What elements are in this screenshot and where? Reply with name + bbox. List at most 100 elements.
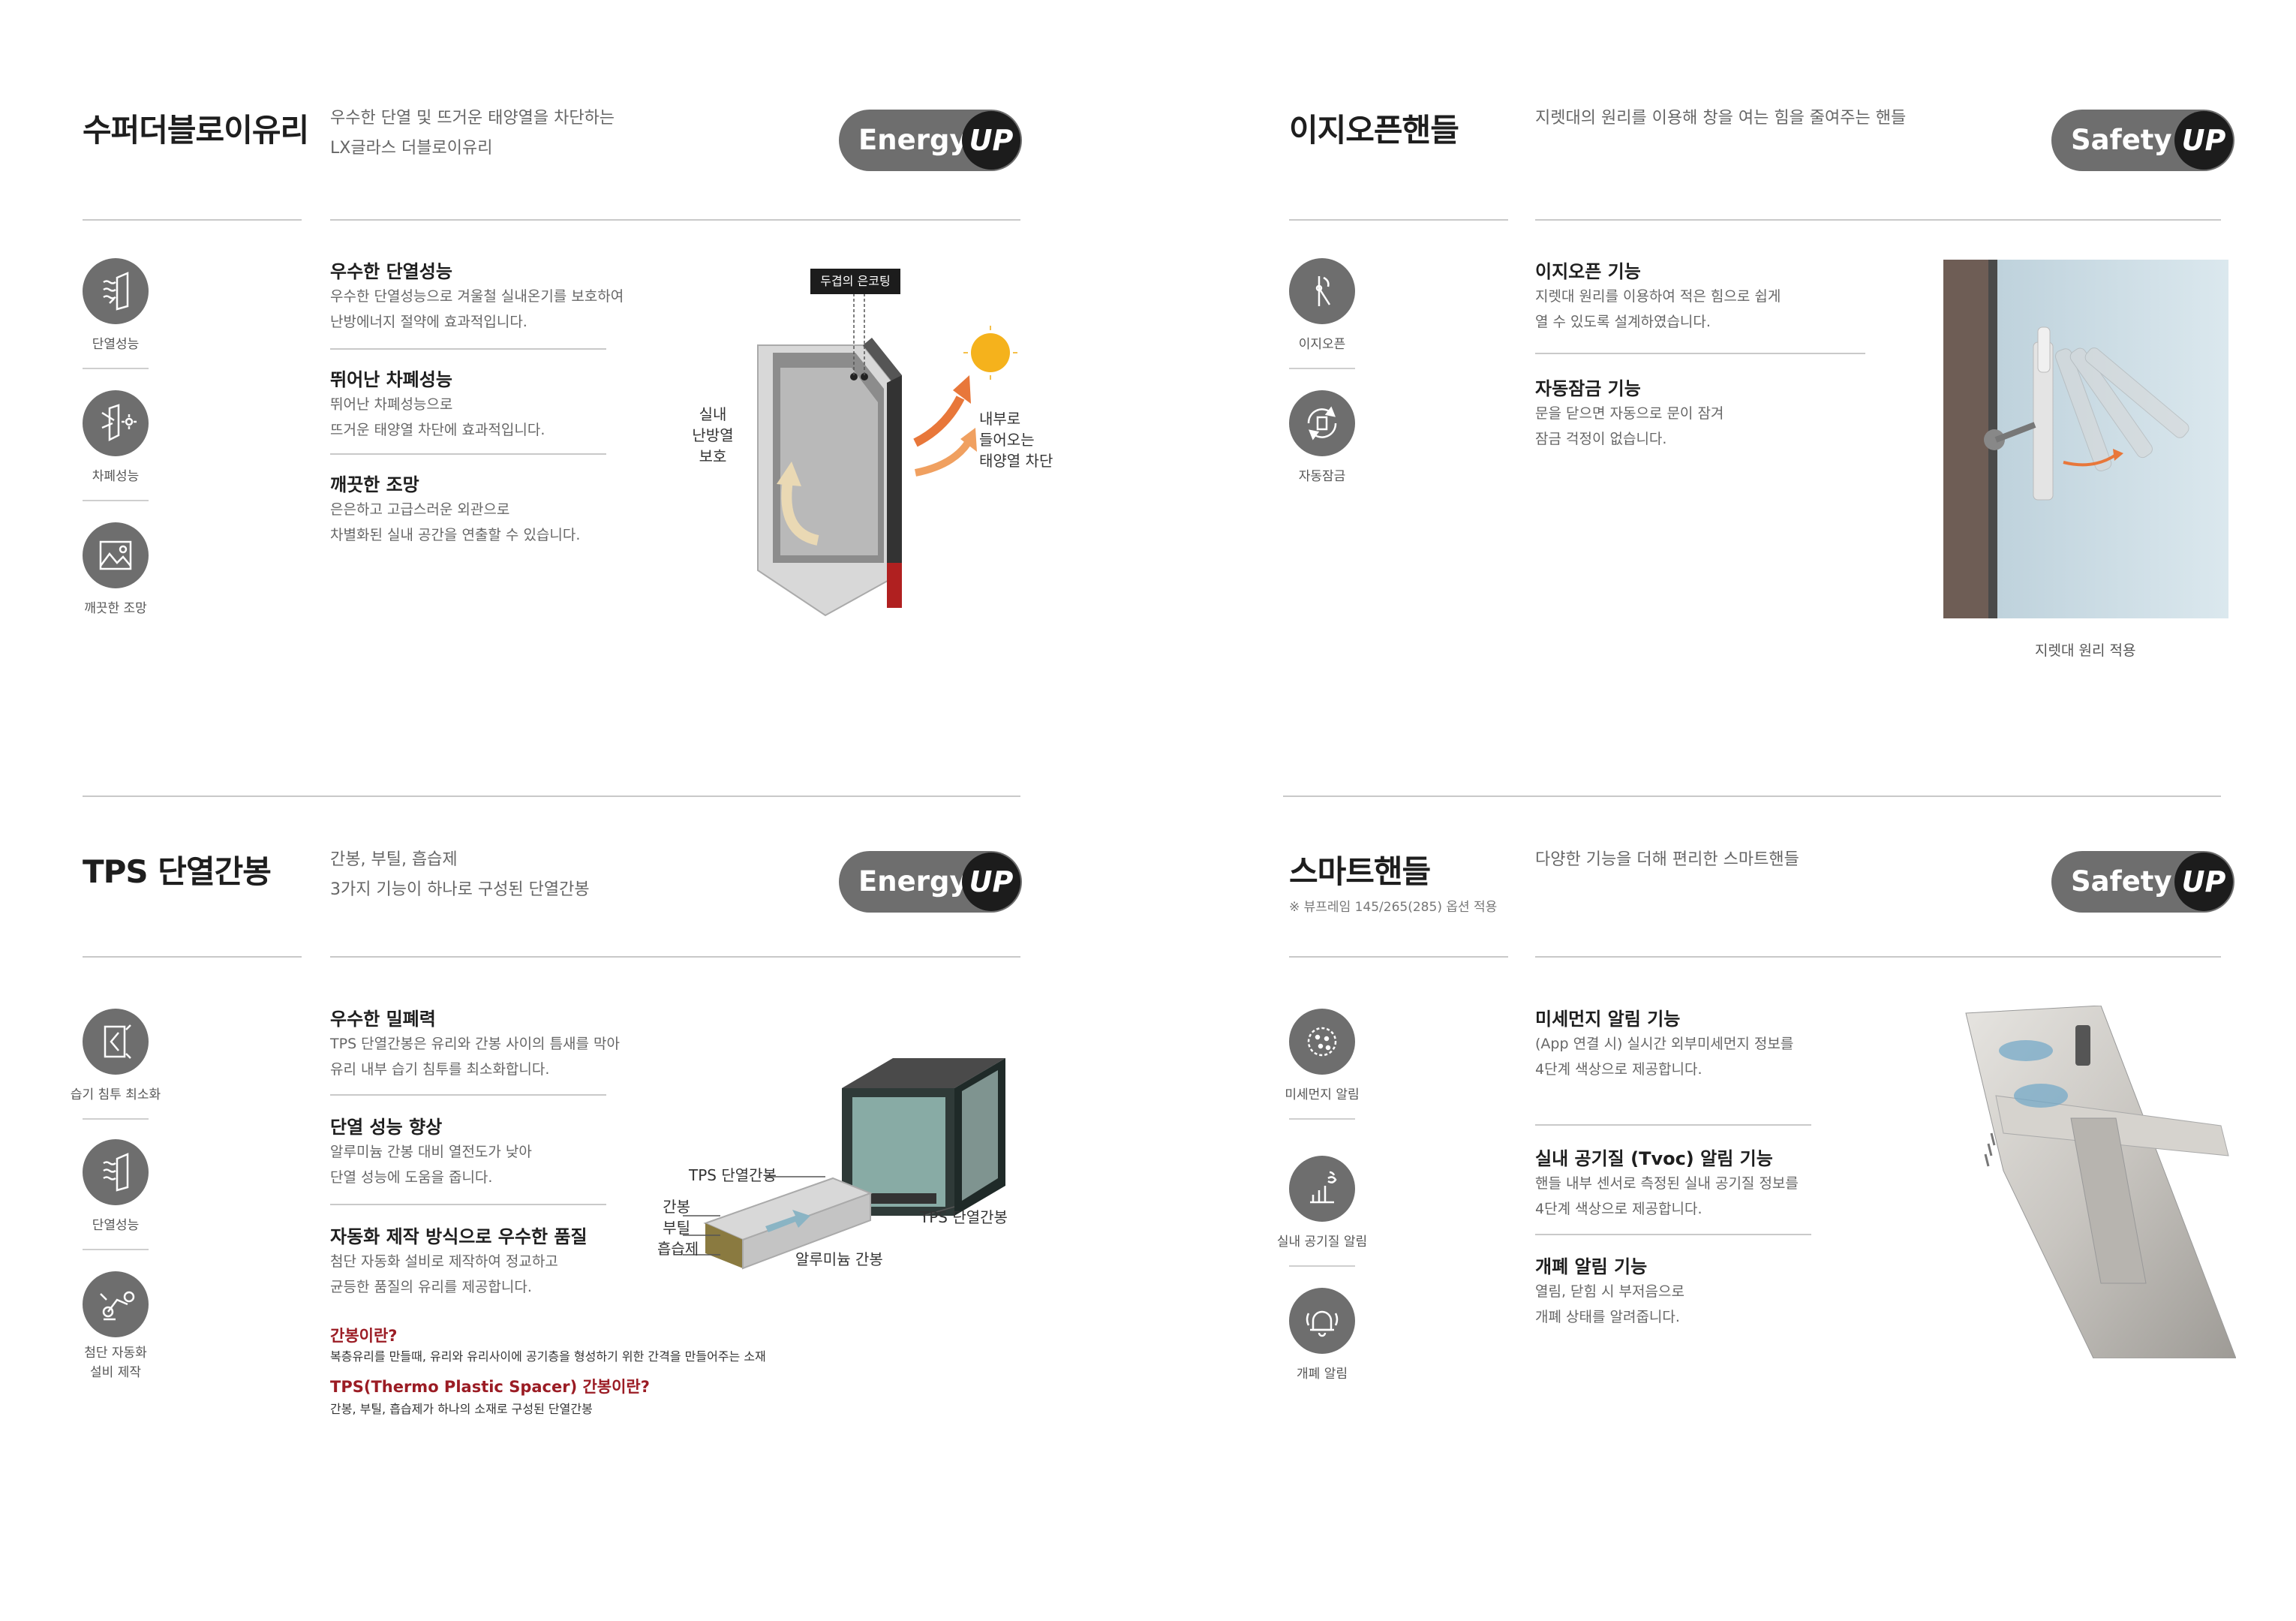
diagram-label-tps: TPS 단열간봉	[689, 1166, 777, 1184]
feature-desc: 난방에너지 절약에 효과적입니다.	[330, 314, 527, 330]
feature-title: 자동화 제작 방식으로 우수한 품질	[330, 1226, 588, 1247]
energy-up-badge: Energy UP	[839, 110, 1022, 171]
feature-title: 우수한 밀폐력	[330, 1009, 436, 1030]
feature-desc: 단열 성능에 도움을 줍니다.	[330, 1169, 493, 1186]
section-title: 스마트핸들	[1289, 853, 1431, 890]
section-subtitle: 다양한 기능을 더해 편리한 스마트핸들	[1535, 850, 1799, 869]
divider	[1289, 1118, 1355, 1120]
diagram-label-indoor: 실내 난방열 보호	[692, 405, 734, 465]
feature-desc: 차별화된 실내 공간을 연출할 수 있습니다.	[330, 527, 581, 543]
feature-desc: 지렛대 원리를 이용하여 적은 힘으로 쉽게	[1535, 288, 1781, 305]
divider	[83, 368, 149, 369]
divider	[330, 1094, 606, 1096]
feature-title: 이지오픈 기능	[1535, 261, 1641, 282]
feature-title: 자동잠금 기능	[1535, 378, 1641, 399]
up-icon: UP	[962, 853, 1020, 911]
view-icon	[83, 522, 149, 588]
icon-label: 단열성능	[92, 337, 140, 352]
divider	[330, 348, 606, 350]
safety-up-badge: Safety UP	[2051, 110, 2234, 171]
feature-desc: 뛰어난 차폐성능으로	[330, 396, 453, 413]
divider	[83, 1118, 149, 1120]
divider	[1535, 353, 1865, 354]
divider	[1289, 368, 1355, 369]
section-title: TPS 단열간봉	[83, 853, 272, 890]
divider	[330, 1204, 606, 1205]
divider	[330, 956, 1020, 958]
divider	[1535, 219, 2221, 221]
feature-title: 단열 성능 향상	[330, 1117, 443, 1138]
feature-desc: 첨단 자동화 설비로 제작하여 정교하고	[330, 1253, 558, 1270]
feature-desc: 알루미늄 간봉 대비 열전도가 낮아	[330, 1144, 532, 1160]
feature-desc: TPS 단열간봉은 유리와 간봉 사이의 틈새를 막아	[330, 1036, 621, 1052]
section-subtitle: 지렛대의 원리를 이용해 창을 여는 힘을 줄여주는 핸들	[1535, 109, 1907, 128]
section-title: 이지오픈핸들	[1289, 112, 1459, 149]
moisture-block-icon	[83, 1009, 149, 1075]
feature-desc: (App 연결 시) 실시간 외부미세먼지 정보를	[1535, 1036, 1794, 1052]
energy-up-badge: Energy UP	[839, 851, 1022, 913]
divider	[83, 500, 149, 501]
section-divider	[1283, 795, 2221, 797]
up-icon: UP	[962, 111, 1020, 170]
icon-label: 차폐성능	[92, 469, 140, 484]
feature-title: 뛰어난 차폐성능	[330, 369, 452, 390]
feature-title: 실내 공기질 (Tvoc) 알림 기능	[1535, 1148, 1773, 1169]
divider	[330, 219, 1020, 221]
divider	[1289, 1265, 1355, 1267]
section-subtitle-line1: 간봉, 부틸, 흡습제	[330, 850, 458, 869]
note-answer: 간봉, 부틸, 흡습제가 하나의 소재로 구성된 단열간봉	[330, 1402, 593, 1416]
photo-caption: 지렛대 원리 적용	[2035, 642, 2136, 659]
feature-title: 개폐 알림 기능	[1535, 1256, 1648, 1277]
feature-desc: 4단계 색상으로 제공합니다.	[1535, 1061, 1702, 1078]
auto-lock-icon	[1289, 390, 1355, 456]
feature-title: 우수한 단열성능	[330, 261, 452, 282]
smart-handle-photo	[1965, 1006, 2236, 1358]
icon-label: 자동잠금	[1298, 469, 1346, 484]
insulation-icon-2	[83, 1139, 149, 1205]
air-quality-icon	[1289, 1156, 1355, 1222]
icon-label: 미세먼지 알림	[1285, 1087, 1360, 1102]
section-subtitle-line1: 우수한 단열 및 뜨거운 태양열을 차단하는	[330, 109, 615, 128]
feature-desc: 유리 내부 습기 침투를 최소화합니다.	[330, 1061, 550, 1078]
feature-title: 미세먼지 알림 기능	[1535, 1009, 1681, 1030]
shielding-icon	[83, 390, 149, 456]
icon-label: 개폐 알림	[1297, 1367, 1348, 1382]
feature-desc: 핸들 내부 센서로 측정된 실내 공기질 정보를	[1535, 1175, 1799, 1192]
feature-desc: 4단계 색상으로 제공합니다.	[1535, 1201, 1702, 1217]
insulation-icon	[83, 258, 149, 324]
feature-desc: 잠금 걱정이 없습니다.	[1535, 431, 1667, 447]
section-divider	[83, 795, 1020, 797]
badge-label: Safety	[2071, 865, 2172, 898]
divider	[83, 219, 302, 221]
divider	[1535, 1124, 1811, 1126]
note-question: TPS(Thermo Plastic Spacer) 간봉이란?	[330, 1378, 650, 1396]
feature-desc: 은은하고 고급스러운 외관으로	[330, 501, 510, 518]
divider	[83, 1249, 149, 1250]
badge-label: Energy	[858, 124, 968, 156]
divider	[83, 956, 302, 958]
note-answer: 복층유리를 만들때, 유리와 유리사이에 공기층을 형성하기 위한 간격을 만들…	[330, 1349, 766, 1364]
diagram-label-parts: 간봉 부틸 흡습제	[657, 1198, 699, 1258]
safety-up-badge: Safety UP	[2051, 851, 2234, 913]
easy-open-handle-photo	[1943, 260, 2228, 618]
section-title: 수퍼더블로이유리	[83, 112, 309, 149]
section-subtitle-line2: 3가지 기능이 하나로 구성된 단열간봉	[330, 880, 590, 899]
easy-open-icon	[1289, 258, 1355, 324]
feature-title: 깨끗한 조망	[330, 474, 419, 495]
icon-label: 습기 침투 최소화	[70, 1087, 161, 1102]
icon-label: 실내 공기질 알림	[1276, 1235, 1368, 1250]
fine-dust-icon	[1289, 1009, 1355, 1075]
automation-icon	[83, 1271, 149, 1337]
feature-desc: 뜨거운 태양열 차단에 효과적입니다.	[330, 422, 545, 438]
divider	[1535, 956, 2221, 958]
divider	[330, 453, 606, 455]
icon-label: 첨단 자동화 설비 제작	[84, 1346, 147, 1380]
feature-desc: 균등한 품질의 유리를 제공합니다.	[330, 1279, 532, 1295]
feature-desc: 우수한 단열성능으로 겨울철 실내온기를 보호하여	[330, 288, 624, 305]
diagram-label-solar: 내부로 들어오는 태양열 차단	[979, 410, 1053, 470]
section-subtitle-line2: LX글라스 더블로이유리	[330, 139, 493, 158]
feature-desc: 문을 닫으면 자동으로 문이 잠겨	[1535, 405, 1724, 422]
feature-desc: 열림, 닫힘 시 부저음으로	[1535, 1283, 1684, 1300]
diagram-label-tps: TPS 단열간봉	[920, 1208, 1008, 1226]
note-question: 간봉이란?	[330, 1327, 398, 1345]
